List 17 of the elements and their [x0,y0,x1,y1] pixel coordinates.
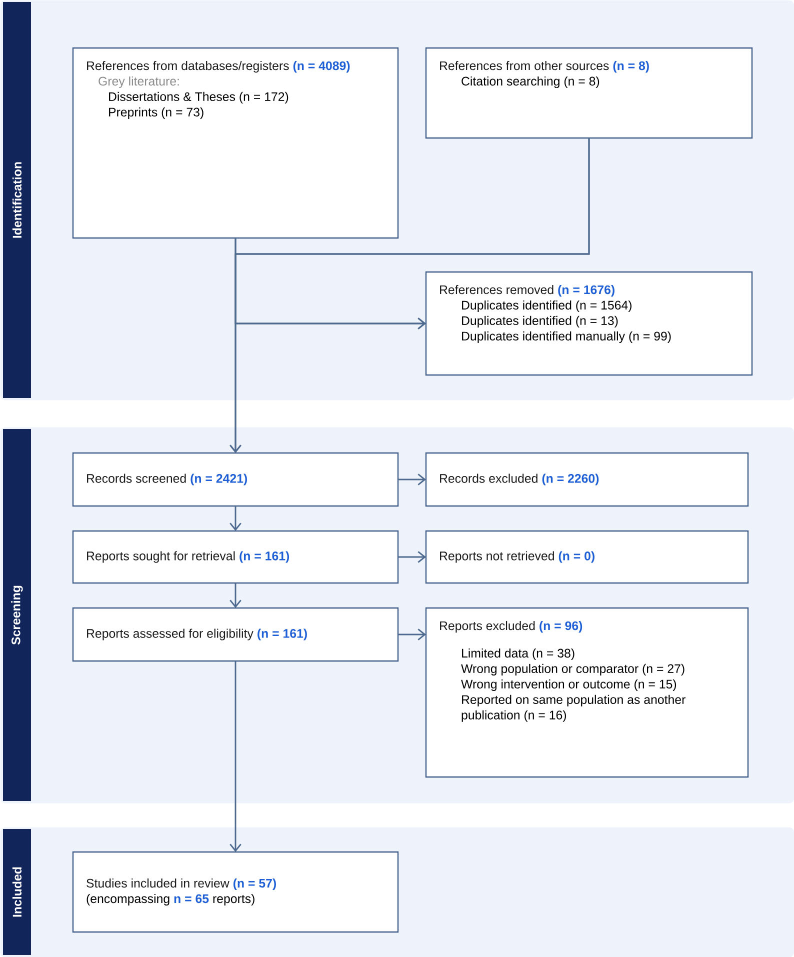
arrow [398,474,426,486]
process-box: Records excluded (n = 2260) [425,452,749,507]
process-box: References from databases/registers (n = 4089) Grey literature: Dissertations & Theses (n = 172) Preprints (n = 73) [72,47,399,239]
process-box: References from other sources (n = 8) Citation searching (n = 8) [425,47,753,139]
process-box: Reports assessed for eligibility (n = 161) [72,607,399,662]
process-box: Reports excluded (n = 96) Limited data (n = 38) Wrong population or comparator (n = 27) Wrong intervention or outcome (n = 15) Reported on same population as another publication (n = 16) [425,607,749,778]
arrow [398,628,426,640]
arrow [398,551,426,563]
arrow [230,506,242,531]
arrow [230,661,242,852]
process-box: Reports not retrieved (n = 0) [425,530,749,584]
process-box: References removed (n = 1676) Duplicates identified (n = 1564) Duplicates identified (n = 13) Duplicates identified manually (n = 99) [425,271,753,376]
process-box: Reports sought for retrieval (n = 161) [72,530,399,584]
arrow [234,138,590,330]
process-box: Studies included in review (n = 57) (encompassing n = 65 reports) [72,851,399,933]
process-box: Records screened (n = 2421) [72,452,399,507]
arrow [230,583,242,608]
